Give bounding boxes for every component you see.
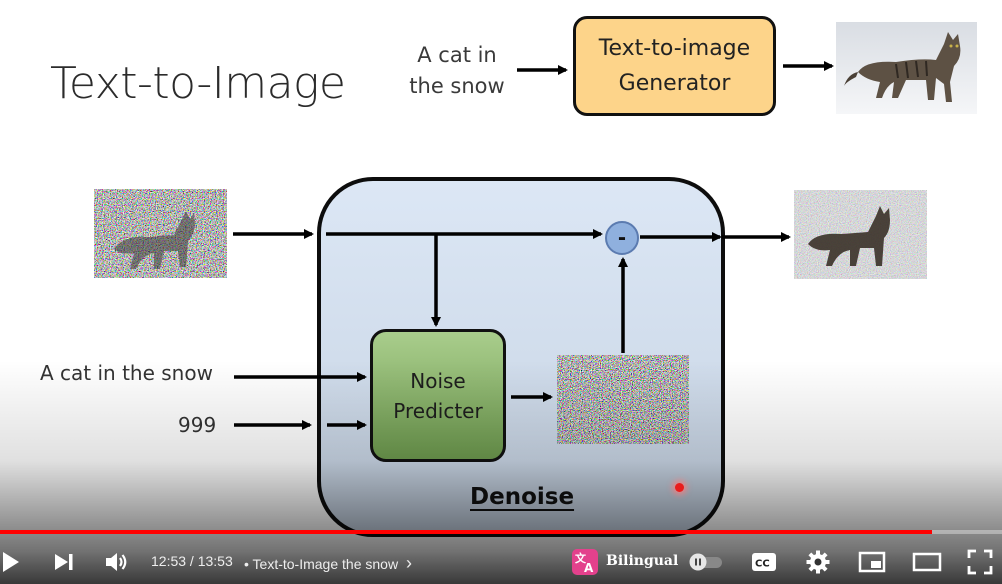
volume-icon xyxy=(106,553,127,571)
theater-mode-button[interactable] xyxy=(912,550,942,574)
fullscreen-icon xyxy=(967,549,993,575)
autoplay-toggle[interactable] xyxy=(688,552,724,572)
play-button[interactable] xyxy=(0,548,22,576)
time-display: 12:53 / 13:53 xyxy=(151,553,233,569)
svg-text:文: 文 xyxy=(575,551,587,565)
captions-button[interactable]: CC xyxy=(751,551,777,573)
volume-button[interactable] xyxy=(104,549,130,575)
bilingual-translate-icon: 文 A xyxy=(572,549,598,575)
next-button[interactable] xyxy=(52,550,76,574)
settings-icon xyxy=(806,550,830,574)
cat-in-snow-photo xyxy=(836,22,977,114)
text-to-image-generator-box: Text-to-image Generator xyxy=(573,16,776,116)
fullscreen-button[interactable] xyxy=(967,549,993,575)
chapter-title-text: • Text-to-Image the snow xyxy=(244,556,399,572)
generator-input-text: A cat in the snow xyxy=(402,40,512,102)
svg-text:A: A xyxy=(584,561,594,575)
svg-text:CC: CC xyxy=(755,559,770,570)
captions-icon: CC xyxy=(752,553,776,571)
generator-label-line-1: Text-to-image xyxy=(598,36,751,61)
subtract-node: - xyxy=(605,221,639,255)
autoplay-toggle-icon xyxy=(689,553,722,571)
miniplayer-icon xyxy=(858,551,886,573)
settings-button[interactable] xyxy=(805,549,831,575)
denoised-output-image xyxy=(794,190,927,279)
chevron-right-icon: › xyxy=(405,553,412,573)
miniplayer-button[interactable] xyxy=(858,550,886,574)
play-icon xyxy=(3,552,19,572)
next-icon xyxy=(55,554,73,570)
progress-played xyxy=(0,530,932,534)
player-controls: 12:53 / 13:53 • Text-to-Image the snow ›… xyxy=(0,540,1002,584)
bilingual-label: Bilingual xyxy=(606,553,679,569)
generator-input-line-2: the snow xyxy=(409,74,505,98)
chapter-title[interactable]: • Text-to-Image the snow › xyxy=(244,553,412,574)
generator-input-line-1: A cat in xyxy=(417,43,497,67)
noisy-input-image xyxy=(94,189,227,278)
slide-title: Text-to-Image xyxy=(50,58,346,109)
minus-symbol: - xyxy=(618,224,626,251)
generator-label-line-2: Generator xyxy=(618,71,731,96)
theater-icon xyxy=(912,552,942,572)
progress-bar[interactable] xyxy=(0,530,1002,534)
laser-pointer-dot xyxy=(675,483,684,492)
bilingual-button[interactable]: 文 A xyxy=(572,549,598,575)
